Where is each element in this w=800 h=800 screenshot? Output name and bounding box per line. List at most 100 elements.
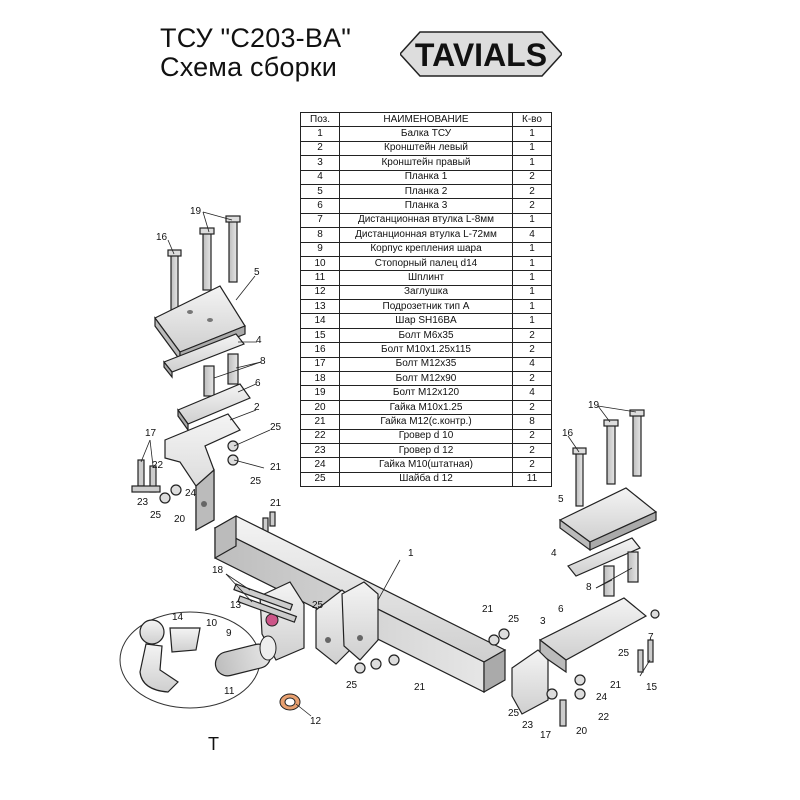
callout-19: 19 xyxy=(190,206,202,217)
left-spacers-8 xyxy=(203,353,239,397)
cell-qty: 2 xyxy=(512,428,552,444)
left-hardware xyxy=(131,440,276,533)
cell-qty: 1 xyxy=(512,155,552,171)
cell-qty: 2 xyxy=(512,198,552,214)
callout-25: 25 xyxy=(618,648,630,659)
cell-pos: 14 xyxy=(300,313,340,329)
callout-5: 5 xyxy=(558,494,564,505)
callout-1: 1 xyxy=(408,548,414,559)
right-hardware xyxy=(354,609,660,727)
cell-name: Гровер d 12 xyxy=(339,442,513,459)
callout-22: 22 xyxy=(598,712,610,723)
callout-21: 21 xyxy=(414,682,426,693)
right-spacers-8 xyxy=(603,551,639,597)
cell-pos: 4 xyxy=(300,169,340,185)
callout-11: 11 xyxy=(224,686,235,697)
title-line-model: ТСУ "C203-BA" xyxy=(160,23,352,53)
cell-pos: 17 xyxy=(300,356,340,373)
callout-16: 16 xyxy=(156,232,168,243)
callout-25: 25 xyxy=(150,510,162,521)
cell-qty: 2 xyxy=(512,183,552,200)
cell-name: Планка 3 xyxy=(339,198,513,214)
cell-pos: 5 xyxy=(300,183,340,200)
cell-qty: 2 xyxy=(512,371,552,387)
cell-pos: 6 xyxy=(300,198,340,214)
callout-22: 22 xyxy=(152,460,164,471)
header-position: Поз. xyxy=(300,111,340,128)
cell-name: Шар SH16BA xyxy=(339,313,513,329)
socket-bracket-13 xyxy=(259,581,305,661)
cell-pos: 24 xyxy=(300,457,340,473)
cell-name: Гровер d 10 xyxy=(339,428,513,444)
cell-name: Заглушка xyxy=(339,284,513,301)
cell-qty: 1 xyxy=(512,241,552,257)
cell-pos: 23 xyxy=(300,442,340,459)
left-bracket-2 xyxy=(164,413,241,532)
right-plate-6-bracket-3 xyxy=(511,597,648,715)
callout-13: 13 xyxy=(230,600,242,611)
cell-qty: 1 xyxy=(512,140,552,157)
callout-25: 25 xyxy=(346,680,358,691)
cell-name: Корпус крепления шара xyxy=(339,241,513,257)
right-plate-4 xyxy=(567,537,641,577)
cell-qty: 2 xyxy=(512,442,552,459)
main-beam-1 xyxy=(213,514,507,694)
cell-name: Шплинт xyxy=(339,270,513,286)
cell-qty: 11 xyxy=(512,471,552,488)
cell-qty: 4 xyxy=(512,385,552,401)
callout-7: 7 xyxy=(648,632,654,643)
cell-qty: 4 xyxy=(512,356,552,373)
cell-qty: 1 xyxy=(512,299,552,315)
cell-name: Гайка М10(штатная) xyxy=(339,457,513,473)
callout-21: 21 xyxy=(270,498,282,509)
cell-name: Гайка М10х1.25 xyxy=(339,399,513,416)
callout-20: 20 xyxy=(174,514,186,525)
cell-qty: 2 xyxy=(512,399,552,416)
cell-pos: 18 xyxy=(300,371,340,387)
callout-5: 5 xyxy=(254,267,260,278)
header-name: НАИМЕНОВАНИЕ xyxy=(339,111,513,128)
callout-24: 24 xyxy=(185,488,197,499)
cell-name: Планка 1 xyxy=(339,169,513,185)
cell-pos: 2 xyxy=(300,140,340,157)
cell-name: Стопорный палец d14 xyxy=(339,255,513,272)
cell-qty: 1 xyxy=(512,270,552,286)
left-bolts-19 xyxy=(199,215,241,291)
cell-qty: 2 xyxy=(512,457,552,473)
callout-4: 4 xyxy=(256,335,262,346)
tavials-logo: TAVIALS xyxy=(400,26,562,82)
callout-3: 3 xyxy=(540,616,546,627)
cell-pos: 1 xyxy=(300,126,340,142)
cell-name: Болт М12х120 xyxy=(339,385,513,401)
cell-pos: 16 xyxy=(300,342,340,358)
beam-brackets xyxy=(315,581,379,665)
callout-9: 9 xyxy=(226,628,232,639)
cell-qty: 2 xyxy=(512,327,552,344)
logo-text: TAVIALS xyxy=(415,37,547,73)
callout-2: 2 xyxy=(254,402,260,413)
cell-pos: 22 xyxy=(300,428,340,444)
cell-pos: 3 xyxy=(300,155,340,171)
cell-name: Кронштейн правый xyxy=(339,155,513,171)
callout-10: 10 xyxy=(206,618,218,629)
cell-pos: 12 xyxy=(300,284,340,301)
callout-T: T xyxy=(208,734,219,754)
callout-17: 17 xyxy=(540,730,552,741)
right-bolts-19 xyxy=(603,409,645,485)
cell-pos: 21 xyxy=(300,414,340,430)
